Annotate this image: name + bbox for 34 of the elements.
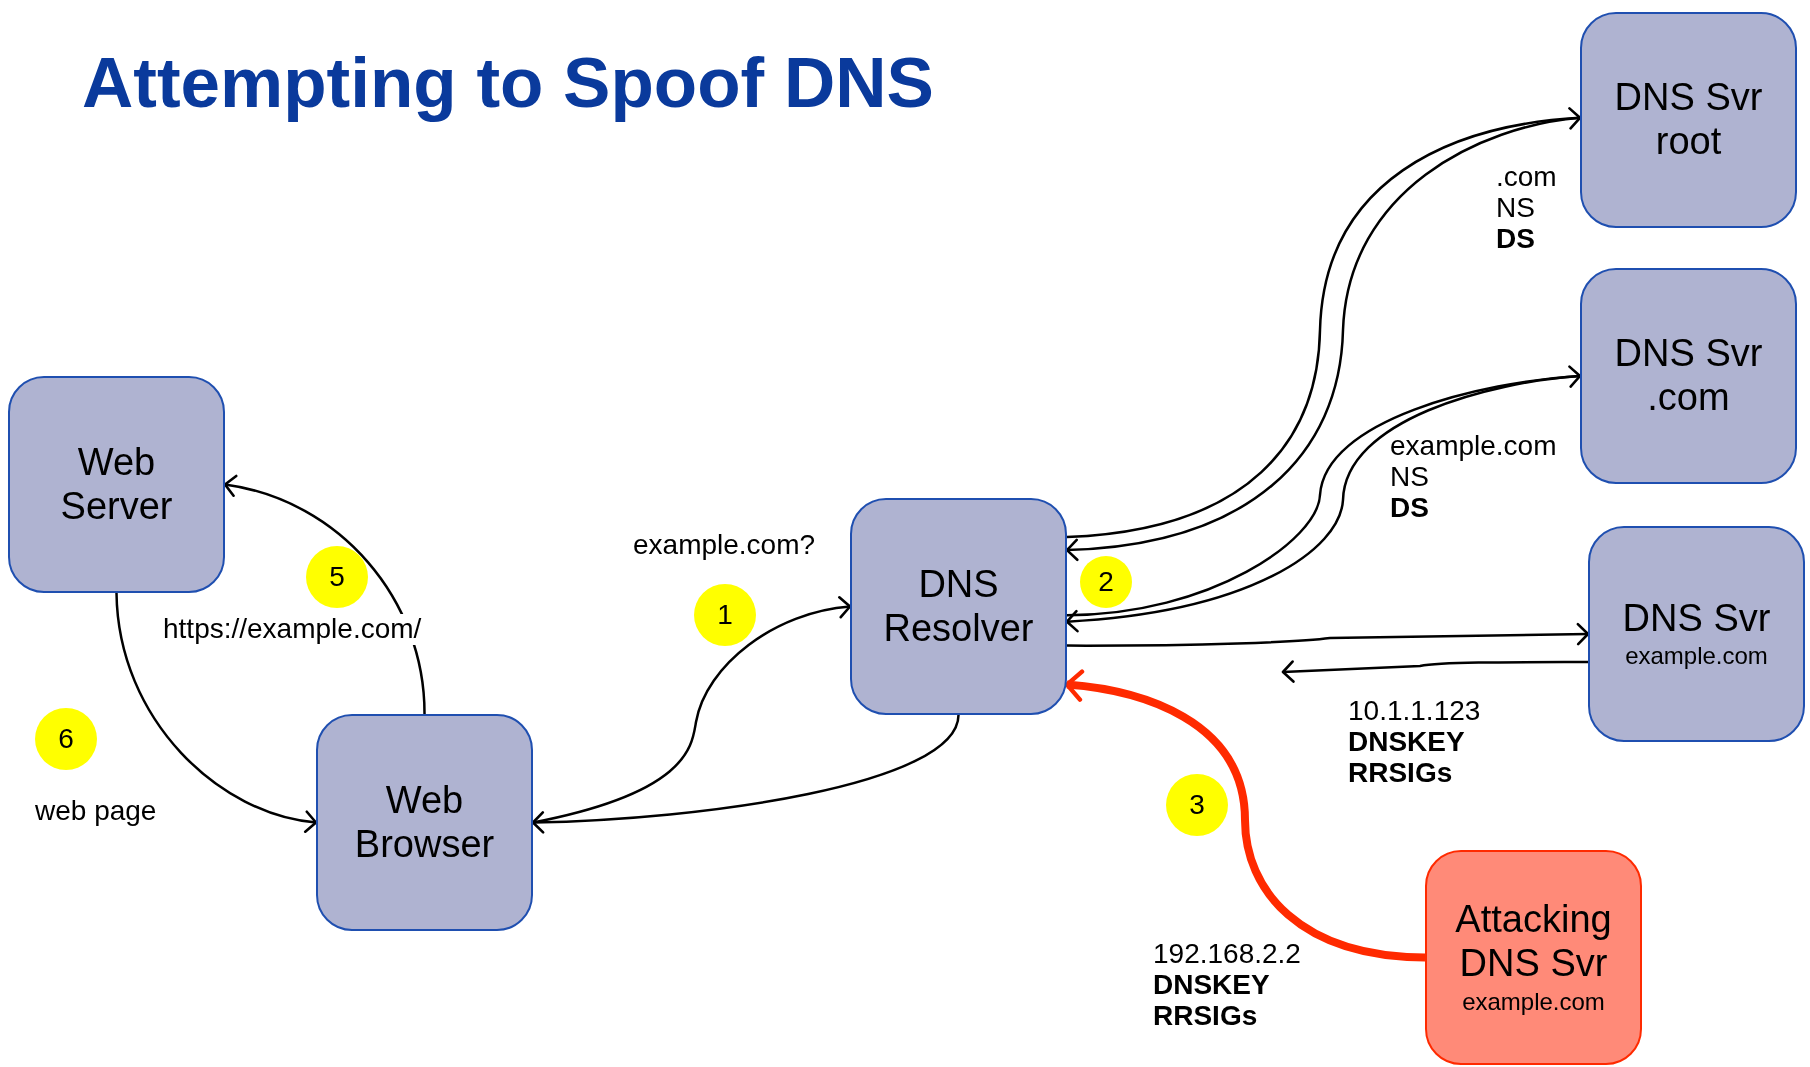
web-browser-box (316, 714, 533, 931)
node-label: DNS Svr .com (1613, 332, 1764, 420)
arrow (531, 714, 960, 834)
record-note: example.com NS DS (1390, 431, 1558, 524)
node-label: DNS Svr (1622, 596, 1771, 641)
domain-label: example.com (1462, 986, 1605, 1017)
step-number: 1 (717, 598, 733, 632)
node-label: Web Server (59, 440, 174, 529)
domain-label: example.com (1625, 641, 1768, 672)
step-number: 2 (1098, 565, 1114, 599)
spoofed-response-arrow (1064, 669, 1426, 962)
step-number: 5 (329, 560, 345, 594)
dns-server-box (1580, 12, 1797, 228)
node-label: Web Browser (353, 778, 496, 867)
step-number: 6 (58, 722, 74, 756)
response-note: 10.1.1.123 DNSKEY RRSIGs (1348, 696, 1482, 789)
web-server-box (8, 376, 225, 593)
step-number-badge (1080, 556, 1132, 608)
node-label: DNS Svr root (1613, 76, 1764, 164)
dns-server-box (1588, 526, 1805, 742)
dns-resolver-box (850, 498, 1067, 715)
record-note: .com NS DS (1496, 162, 1558, 255)
arrow (223, 475, 426, 715)
spoofed-response-note: 192.168.2.2 DNSKEY RRSIGs (1153, 939, 1302, 1032)
attacker-server-box (1425, 850, 1642, 1065)
dns-server-box (1580, 268, 1797, 484)
url-label: https://example.com/ (163, 614, 422, 645)
step-number: 3 (1189, 788, 1205, 822)
node-label: Attacking DNS Svr (1454, 898, 1613, 986)
arrow (1281, 660, 1588, 683)
node-label: DNS Resolver (882, 562, 1035, 651)
arrow (1067, 622, 1590, 647)
arrow (115, 592, 318, 833)
diagram-title: Attempting to Spoof DNS (82, 42, 934, 123)
